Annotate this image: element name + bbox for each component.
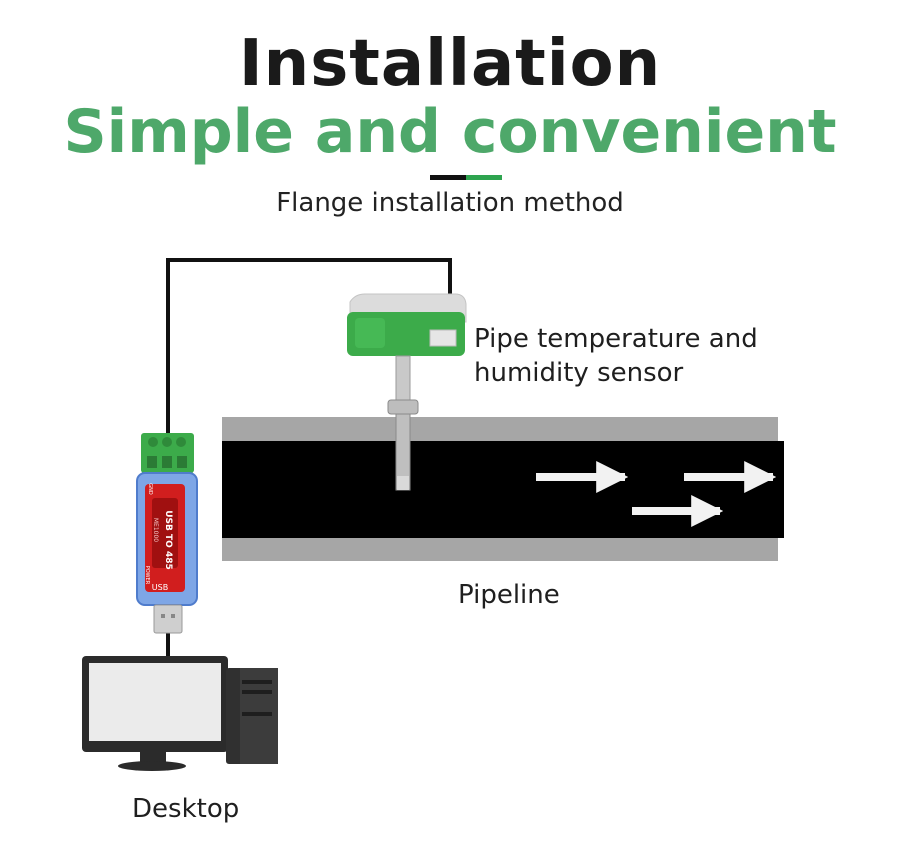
divider-green-segment [466,175,502,180]
page-subtitle: Simple and convenient [63,97,837,167]
adapter-side-text: POWER [144,566,150,585]
sensor-label: Pipe temperature and humidity sensor [474,322,794,390]
usb-plug [153,604,183,634]
pipeline [222,417,784,561]
desktop-computer [82,656,278,771]
pipeline-label: Pipeline [458,580,560,610]
temperature-humidity-sensor [347,293,467,491]
divider-dark-segment [430,175,466,180]
sensor-label-line-2: humidity sensor [474,358,684,388]
adapter-main-text: USB TO 485 [163,510,173,570]
adapter-bottom-text: USB [152,583,168,592]
page-title: Installation [238,27,662,101]
sensor-label-line-1: Pipe temperature and [474,324,758,354]
desktop-label: Desktop [132,794,240,824]
adapter-brand-text: ME1000 [152,518,159,542]
installation-method-caption: Flange installation method [276,188,624,218]
adapter-top-text: GND [147,483,153,495]
usb-to-485-adapter: USB TO 485 GND ME1000 POWER USB [136,433,198,634]
title-divider [430,175,502,180]
